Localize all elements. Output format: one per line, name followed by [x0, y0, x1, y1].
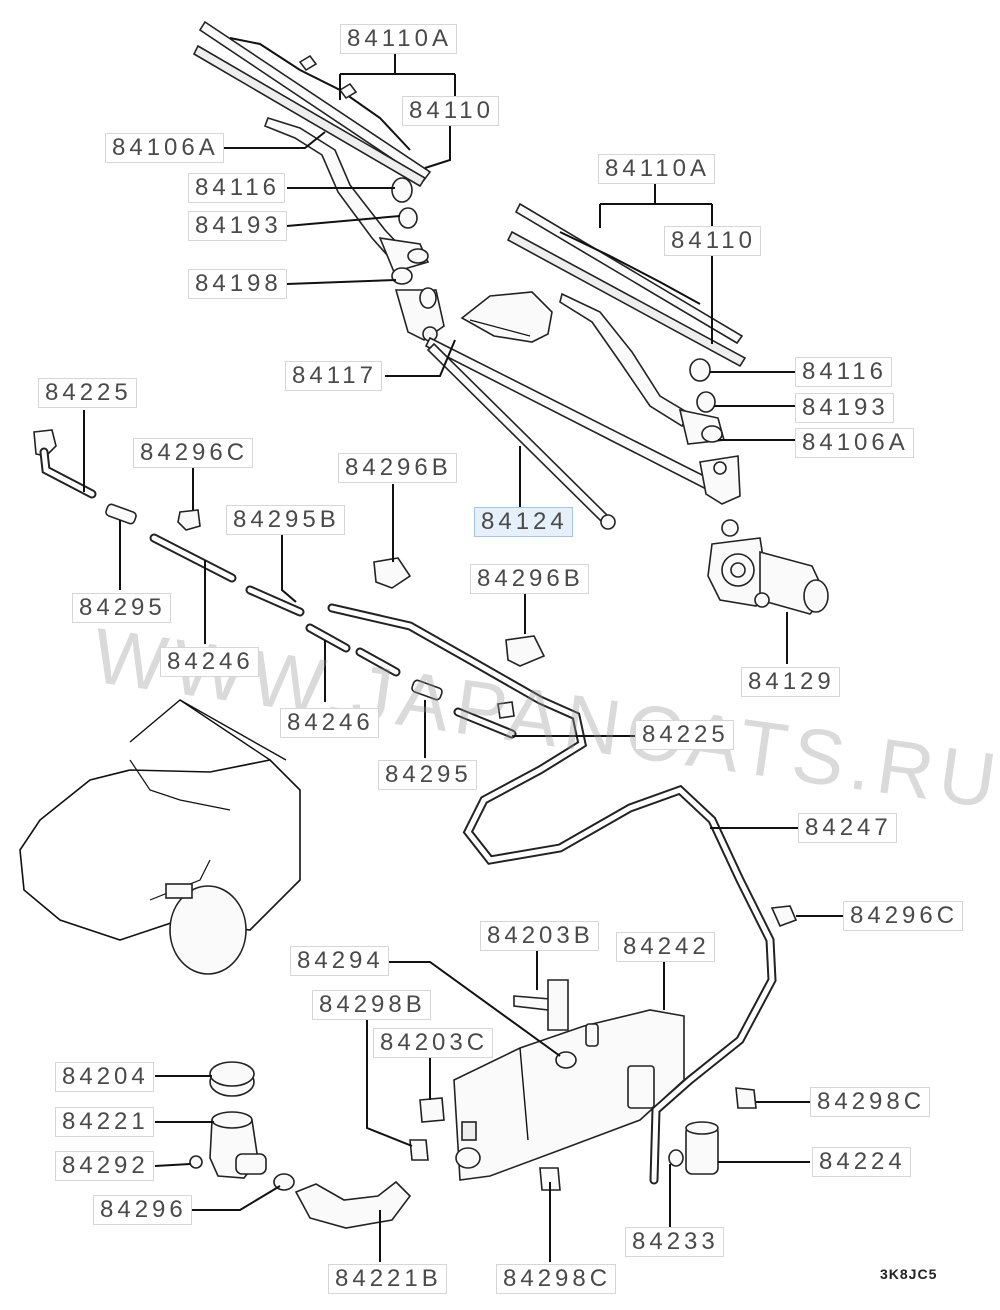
- tank-bolts-icon: [409, 1087, 757, 1191]
- right-wiper-blade-icon: [506, 202, 747, 368]
- callout-84296C[interactable]: 84296C: [133, 438, 254, 468]
- callout-84124[interactable]: 84124: [474, 507, 573, 537]
- callout-84110-right[interactable]: 84110: [664, 226, 761, 256]
- tank-brackets-icon: [419, 979, 569, 1123]
- hose-clips-icon: [177, 509, 798, 928]
- vehicle-outline-icon: [19, 699, 301, 975]
- callout-84221B[interactable]: 84221B: [328, 1264, 447, 1294]
- left-pivot-icon: [394, 287, 445, 342]
- callout-84225-2[interactable]: 84225: [635, 720, 734, 750]
- callout-84203C[interactable]: 84203C: [373, 1028, 494, 1058]
- main-washer-hose-icon: [327, 603, 777, 1185]
- callout-84224[interactable]: 84224: [812, 1147, 911, 1177]
- callout-84294[interactable]: 84294: [290, 946, 389, 976]
- callout-84225[interactable]: 84225: [38, 378, 137, 408]
- callout-84295B[interactable]: 84295B: [226, 505, 345, 535]
- callout-84110A[interactable]: 84110A: [340, 24, 457, 54]
- filler-neck-icon: [189, 1111, 295, 1191]
- callout-84193-right[interactable]: 84193: [795, 393, 894, 423]
- callout-84298C[interactable]: 84298C: [810, 1087, 931, 1117]
- callout-84298B[interactable]: 84298B: [312, 990, 431, 1020]
- callout-84295[interactable]: 84295: [72, 593, 171, 623]
- left-arm-caps-icon: [391, 177, 418, 285]
- washer-pump-icon: [668, 1121, 719, 1175]
- right-pivot-icon: [699, 455, 741, 505]
- washer-hoses-icon: [149, 533, 517, 739]
- callout-84296B[interactable]: 84296B: [338, 453, 457, 483]
- wiper-motor-icon: [707, 519, 829, 615]
- right-arm-caps-icon: [689, 358, 716, 413]
- callout-84204[interactable]: 84204: [55, 1062, 154, 1092]
- callout-84116-right[interactable]: 84116: [795, 357, 892, 387]
- diagram-code: 3K8JC5: [880, 1266, 938, 1282]
- callout-84106A-right[interactable]: 84106A: [795, 428, 914, 458]
- callout-84246-2[interactable]: 84246: [280, 708, 379, 738]
- left-wiper-arm-icon: [263, 117, 430, 273]
- callout-84221[interactable]: 84221: [55, 1107, 154, 1137]
- left-wiper-blade-icon: [192, 20, 432, 188]
- callout-84233[interactable]: 84233: [625, 1227, 724, 1257]
- callout-84106A[interactable]: 84106A: [105, 133, 224, 163]
- callout-84296[interactable]: 84296: [93, 1195, 192, 1225]
- callout-84110[interactable]: 84110: [402, 96, 499, 126]
- callout-84129[interactable]: 84129: [741, 667, 840, 697]
- callout-84296B-2[interactable]: 84296B: [470, 564, 589, 594]
- callout-84193[interactable]: 84193: [188, 211, 287, 241]
- callout-84292[interactable]: 84292: [55, 1151, 154, 1181]
- cowl-cover-icon: [460, 291, 553, 343]
- washer-nozzle-icon: [33, 429, 97, 499]
- leader-lines: [83, 52, 844, 1262]
- callout-84247[interactable]: 84247: [798, 813, 897, 843]
- right-wiper-arm-icon: [559, 292, 726, 445]
- callout-84295-2[interactable]: 84295: [378, 760, 477, 790]
- callout-84242[interactable]: 84242: [616, 932, 715, 962]
- callout-84298C-2[interactable]: 84298C: [496, 1264, 617, 1294]
- hose-joints-icon: [105, 503, 443, 701]
- callout-84296C-2[interactable]: 84296C: [843, 901, 964, 931]
- wiper-linkage-icon: [424, 336, 722, 530]
- callout-84116[interactable]: 84116: [188, 173, 285, 203]
- callout-84203B[interactable]: 84203B: [480, 921, 599, 951]
- callout-84198[interactable]: 84198: [188, 269, 287, 299]
- filler-hose-icon: [294, 1180, 412, 1229]
- washer-tank-icon: [453, 1009, 685, 1181]
- filler-cap-icon: [209, 1061, 255, 1097]
- callout-84246[interactable]: 84246: [160, 647, 259, 677]
- callout-84117[interactable]: 84117: [285, 361, 382, 391]
- callout-84110A-right[interactable]: 84110A: [598, 154, 715, 184]
